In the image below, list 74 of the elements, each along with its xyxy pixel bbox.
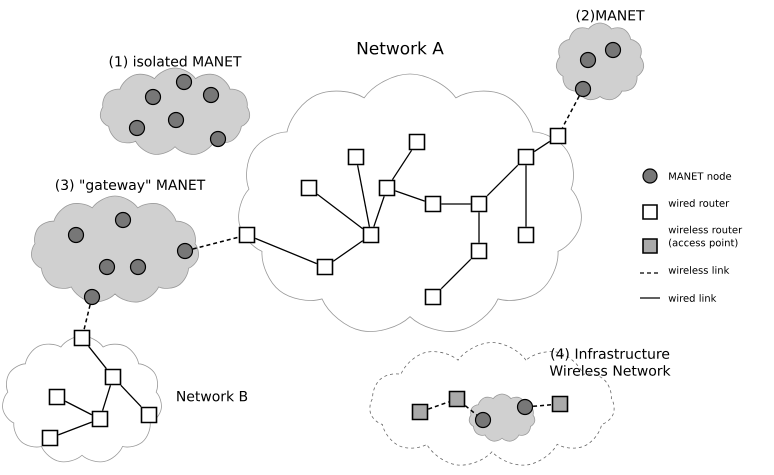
router bbox=[140, 406, 158, 424]
router bbox=[362, 226, 380, 244]
manet-node bbox=[580, 52, 596, 68]
access-point bbox=[448, 390, 466, 408]
wired-link bbox=[486, 164, 518, 196]
network-label: (1) isolated MANET bbox=[110, 56, 242, 68]
manet-node bbox=[474, 412, 492, 428]
manet-node bbox=[68, 226, 84, 244]
wireless-link bbox=[533, 404, 552, 408]
wired-link bbox=[395, 190, 425, 202]
router bbox=[424, 288, 442, 306]
router bbox=[42, 430, 58, 446]
network-label: (4) Infrastructure Wireless Network bbox=[550, 348, 671, 376]
manet-node bbox=[168, 112, 184, 128]
router bbox=[238, 226, 256, 244]
wireless-link bbox=[83, 304, 91, 330]
router bbox=[300, 180, 318, 196]
legend-label: wireless router (access point) bbox=[668, 226, 742, 248]
network-label: (2)MANET bbox=[576, 10, 645, 22]
wired-link bbox=[373, 196, 385, 227]
router bbox=[470, 196, 488, 212]
wired-link bbox=[58, 422, 92, 436]
wired-link bbox=[525, 165, 527, 227]
manet-node bbox=[128, 120, 146, 136]
wired-link bbox=[534, 140, 550, 152]
wired-link bbox=[65, 400, 92, 416]
wireless-link bbox=[428, 401, 449, 410]
wired-link bbox=[120, 384, 142, 408]
legend-label: wireless link bbox=[668, 266, 730, 274]
wired-link bbox=[102, 385, 112, 411]
manet-node bbox=[130, 258, 146, 276]
manet-node bbox=[202, 86, 220, 104]
manet-node bbox=[176, 242, 194, 260]
network-label: Network A bbox=[358, 41, 444, 55]
wired-link bbox=[478, 212, 480, 243]
manet-node bbox=[176, 74, 192, 90]
manet-node bbox=[210, 130, 226, 148]
wired-link bbox=[88, 346, 107, 370]
manet-node bbox=[114, 212, 132, 228]
manet-node bbox=[84, 288, 100, 306]
legend-label: wired link bbox=[668, 294, 716, 302]
legend-label: MANET node bbox=[669, 172, 732, 180]
router bbox=[104, 368, 122, 386]
wired-link bbox=[316, 194, 364, 230]
access-point bbox=[552, 396, 568, 412]
wireless-link bbox=[464, 405, 478, 416]
wired-link bbox=[356, 165, 370, 227]
router bbox=[316, 258, 334, 276]
wired-link bbox=[255, 238, 317, 264]
router bbox=[48, 388, 66, 406]
router bbox=[92, 410, 108, 428]
wireless-link bbox=[562, 96, 580, 128]
wired-link bbox=[440, 258, 472, 290]
wired-link bbox=[441, 203, 471, 205]
network-label: (3) "gateway" MANET bbox=[56, 179, 206, 193]
manet-node bbox=[516, 398, 534, 416]
access-point bbox=[412, 404, 428, 420]
router bbox=[378, 180, 396, 196]
router bbox=[408, 134, 426, 150]
wired-link bbox=[392, 150, 412, 180]
router bbox=[424, 196, 442, 212]
router bbox=[348, 148, 364, 166]
router bbox=[74, 330, 90, 346]
router bbox=[518, 226, 534, 244]
network-label: Network B bbox=[177, 390, 248, 402]
router bbox=[550, 128, 566, 144]
router bbox=[518, 148, 534, 166]
manet-node bbox=[574, 80, 592, 98]
manet-node bbox=[144, 88, 162, 106]
legend-label: wired router bbox=[668, 199, 730, 207]
wired-link bbox=[332, 240, 364, 262]
router bbox=[470, 242, 488, 260]
manet-node bbox=[604, 42, 622, 58]
manet-node bbox=[98, 258, 116, 276]
